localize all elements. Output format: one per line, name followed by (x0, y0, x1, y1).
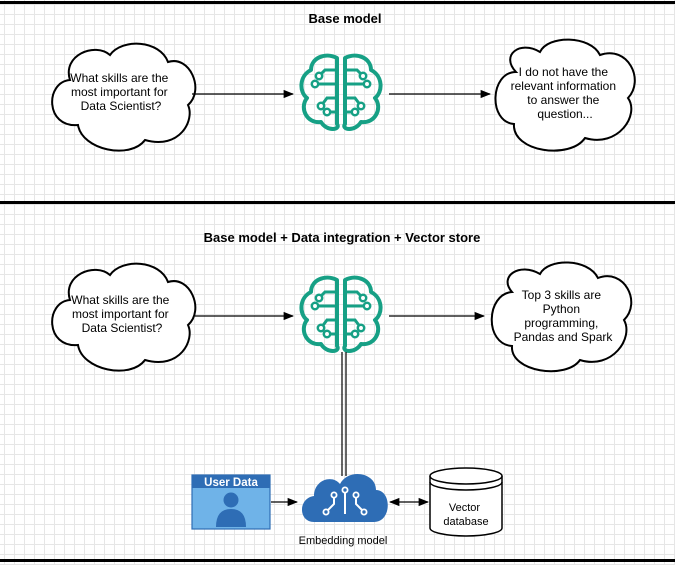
section-divider (0, 559, 675, 562)
answer-text-line: relevant information (511, 79, 616, 93)
question-text-line: most important for (72, 307, 169, 321)
svg-text:Top 3 skills are Python: Top 3 skills are Python programming, Pan… (514, 288, 614, 344)
question-text-line: What skills are the (71, 293, 169, 307)
question-bubble: What skills are the most important for D… (51, 42, 197, 152)
brain-circuit-icon (299, 53, 383, 131)
answer-text-line: I do not have the (519, 65, 609, 79)
cloud-circuit-icon (302, 473, 388, 522)
vector-db-label-line: Vector (449, 502, 481, 514)
answer-text-line: Top 3 skills are (522, 288, 602, 302)
section-title-augmented-model: Base model + Data integration + Vector s… (204, 230, 481, 245)
question-bubble: What skills are the most important for D… (51, 262, 197, 372)
user-data-panel: User Data (191, 474, 271, 530)
vector-db-label-line: database (443, 516, 488, 528)
answer-bubble: I do not have the relevant information t… (494, 38, 636, 152)
question-text-line: Data Scientist? (82, 321, 163, 335)
answer-text-line: Pandas and Spark (514, 330, 614, 344)
user-icon (216, 492, 246, 527)
svg-text:I do not have the releva: I do not have the relevant information t… (511, 65, 620, 121)
question-text-line: Data Scientist? (81, 99, 162, 113)
double-link-connector (341, 352, 347, 476)
embedding-model-label: Embedding model (299, 535, 388, 547)
section-divider (0, 201, 675, 204)
answer-text-line: programming, (524, 316, 598, 330)
svg-text:Vector database: Vector database (443, 502, 488, 528)
answer-text-line: to answer the (527, 93, 599, 107)
answer-text-line: Python (543, 302, 580, 316)
section-divider (0, 1, 675, 4)
section-title-base-model: Base model (309, 11, 382, 26)
svg-text:What skills are the most: What skills are the most important for D… (71, 293, 172, 335)
question-text-line: most important for (71, 85, 168, 99)
svg-text:What skills are the most: What skills are the most important for D… (70, 71, 171, 113)
database-cylinder-icon: Vector database (429, 467, 503, 537)
answer-bubble: Top 3 skills are Python programming, Pan… (490, 261, 633, 373)
brain-circuit-icon (299, 275, 383, 353)
user-data-label: User Data (204, 477, 258, 489)
question-text-line: What skills are the (70, 71, 168, 85)
answer-text-line: question... (537, 107, 592, 121)
